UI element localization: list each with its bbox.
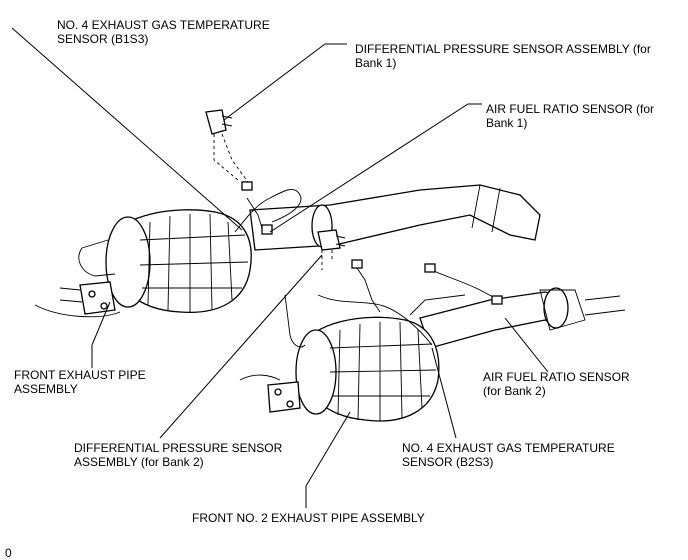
bank1-sensors	[205, 109, 346, 270]
label-afr-bank1: AIR FUEL RATIO SENSOR (for Bank 1)	[486, 102, 655, 130]
bank2-sensors	[284, 259, 503, 348]
label-front-exhaust-pipe: FRONT EXHAUST PIPE ASSEMBLY	[14, 368, 146, 396]
bank1-pipe	[249, 184, 541, 251]
bank2-pipe	[419, 287, 626, 349]
label-afr-bank2: AIR FUEL RATIO SENSOR (for Bank 2)	[483, 370, 630, 398]
label-egt-b2s3: NO. 4 EXHAUST GAS TEMPERATURE SENSOR (B2…	[402, 441, 615, 469]
bank1-converter	[34, 209, 252, 318]
leader-lines	[11, 27, 549, 508]
label-egt-b1s3: NO. 4 EXHAUST GAS TEMPERATURE SENSOR (B1…	[57, 18, 270, 46]
label-dp-bank1: DIFFERENTIAL PRESSURE SENSOR ASSEMBLY (f…	[355, 42, 651, 70]
bank2-converter	[239, 316, 440, 422]
label-front-no2-exhaust-pipe: FRONT NO. 2 EXHAUST PIPE ASSEMBLY	[192, 511, 425, 525]
label-dp-bank2: DIFFERENTIAL PRESSURE SENSOR ASSEMBLY (f…	[74, 441, 283, 469]
figure-id: 0	[5, 546, 12, 560]
